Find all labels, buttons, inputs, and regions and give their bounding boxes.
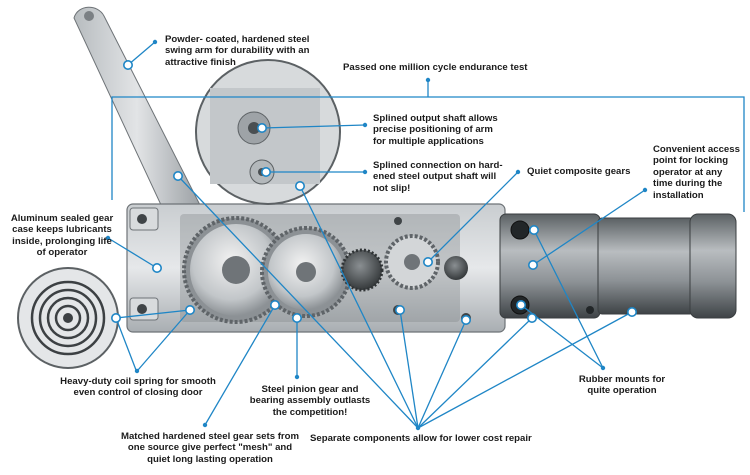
callout-endurance-test: Passed one million cycle endurance test	[343, 62, 528, 73]
callout-swing-arm: Powder- coated, hardened steel swing arm…	[165, 34, 310, 68]
tip-swing-arm	[152, 39, 158, 45]
swing-arm	[73, 6, 201, 221]
callout-splined-connection: Splined connection on hard- ened steel o…	[373, 160, 503, 194]
leader-separate-components-0	[177, 175, 419, 429]
callout-matched-gears: Matched hardened steel gear sets from on…	[120, 431, 300, 465]
tip-access-point	[642, 187, 648, 193]
callout-splined-output-shaft: Splined output shaft allows precise posi…	[373, 113, 498, 147]
callout-coil-spring: Heavy-duty coil spring for smooth even c…	[60, 376, 216, 399]
callout-composite-gears: Quiet composite gears	[527, 166, 631, 177]
tip-composite-gears	[515, 169, 521, 175]
dot-separate-components-5	[626, 306, 637, 317]
leader-separate-components-3	[417, 319, 467, 429]
leader-lines	[107, 41, 745, 429]
tip-matched-gears	[202, 422, 208, 428]
leader-access-point	[532, 189, 646, 266]
callout-pinion-gear: Steel pinion gear and bearing assembly o…	[249, 384, 371, 418]
dot-pinion	[291, 312, 302, 323]
dot-swing-arm	[123, 59, 134, 70]
dot-rubber-mounts-a	[528, 225, 539, 236]
tip-splined-shaft	[362, 122, 368, 128]
leader-dots	[105, 39, 648, 431]
tip-coil-spring	[134, 368, 140, 374]
callout-gear-case: Aluminum sealed gear case keeps lubrican…	[10, 213, 114, 259]
dot-separate-components-1	[294, 181, 305, 192]
dot-separate-components-2	[394, 304, 405, 315]
leader-coil-spring-a	[115, 309, 191, 319]
leader-separate-components-5	[417, 311, 633, 429]
tip-pinion	[294, 374, 300, 380]
leader-rubber-mounts-a	[533, 229, 604, 369]
shaft-inset	[195, 59, 341, 205]
leader-coil-spring-c	[137, 309, 191, 371]
dot-coil-spring-b	[185, 304, 196, 315]
leader-separate-components-4	[417, 317, 533, 429]
composite-gear	[384, 234, 468, 290]
dot-splined-connection	[260, 167, 271, 178]
dot-access-point	[527, 259, 538, 270]
leader-coil-spring-b	[115, 317, 137, 371]
dot-coil-spring-a	[111, 312, 122, 323]
leader-composite-gears	[427, 171, 519, 263]
tip-endurance	[425, 77, 431, 83]
dot-matched-gears	[269, 299, 280, 310]
coil-spring-inset	[17, 267, 119, 369]
pinion-gear	[340, 248, 384, 292]
leader-swing-arm	[127, 41, 156, 66]
tip-gear-case	[105, 235, 111, 241]
leader-matched-gears	[204, 304, 276, 426]
tip-rubber-mounts	[600, 365, 606, 371]
leader-separate-components-1	[299, 185, 419, 429]
tip-separate-components	[415, 425, 421, 431]
leader-separate-components-2	[399, 309, 419, 429]
leader-splined-shaft	[261, 124, 366, 129]
dot-separate-components-0	[173, 171, 184, 182]
leader-gear-case	[107, 237, 158, 269]
callout-access-point: Convenient access point for locking oper…	[653, 144, 740, 201]
dot-gear-case	[152, 262, 163, 273]
motor	[499, 213, 737, 319]
dot-separate-components-4	[526, 312, 537, 323]
dot-splined-shaft	[256, 123, 267, 134]
callout-separate-components: Separate components allow for lower cost…	[310, 433, 532, 444]
tip-splined-connection	[362, 169, 368, 175]
callout-rubber-mounts: Rubber mounts for quite operation	[578, 374, 666, 397]
dot-composite-gears	[422, 256, 433, 267]
dot-separate-components-3	[460, 314, 471, 325]
dot-rubber-mounts-b	[515, 299, 526, 310]
